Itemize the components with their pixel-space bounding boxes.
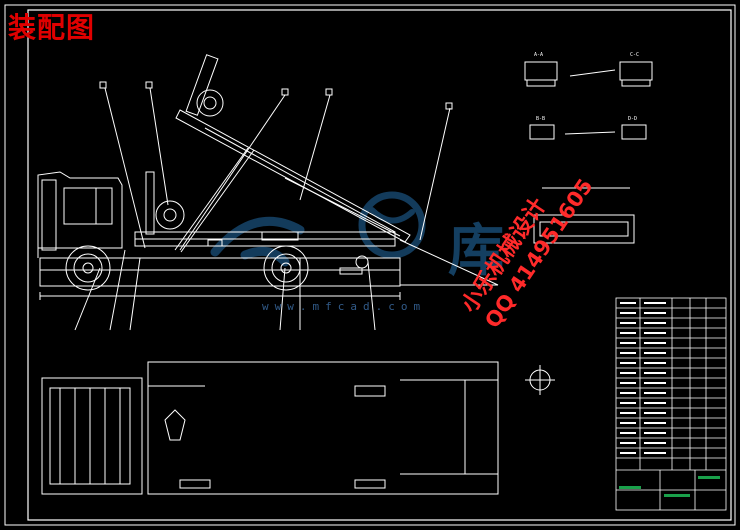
section-bb	[529, 124, 555, 140]
section-cc	[619, 61, 653, 81]
pulley	[155, 200, 185, 230]
plan-body	[147, 361, 499, 495]
detail-view	[525, 365, 555, 395]
drawing-title: 装配图	[8, 11, 96, 44]
plan-view	[41, 361, 499, 495]
watermark-url: www.mfcad.com	[262, 300, 427, 313]
cab	[37, 171, 123, 258]
title-block-accents	[619, 476, 720, 497]
section-aa	[524, 61, 558, 81]
cylinder-1	[174, 147, 249, 251]
section-label-cc: C-C	[630, 52, 639, 58]
section-dd	[621, 124, 647, 140]
cylinder-2	[284, 177, 401, 237]
cab-window	[63, 187, 113, 225]
plan-block-3	[354, 479, 386, 489]
plan-block-1	[354, 385, 386, 397]
upright	[145, 171, 155, 235]
plan-hook	[164, 409, 186, 441]
outer-border	[4, 4, 736, 526]
rear-wheel-1	[263, 245, 309, 291]
parts-list	[615, 297, 727, 511]
plan-block-2	[179, 479, 211, 489]
ramp	[399, 239, 499, 286]
arm-pivot	[196, 89, 224, 117]
parts-table-marks	[620, 302, 666, 454]
section-label-dd: D-D	[628, 116, 637, 122]
hook	[185, 54, 219, 116]
plan-cab	[41, 377, 143, 495]
watermark-logo	[210, 191, 426, 267]
logo-glyph: 库	[448, 219, 504, 284]
section-label-bb: B-B	[536, 116, 545, 122]
chassis-frame	[39, 257, 401, 287]
section-beam	[533, 214, 635, 244]
inner-border	[27, 9, 732, 521]
front-wheel	[65, 245, 111, 291]
section-details	[524, 61, 653, 244]
section-label-aa: A-A	[534, 52, 543, 58]
parts-table	[615, 297, 727, 511]
side-view	[37, 54, 499, 331]
